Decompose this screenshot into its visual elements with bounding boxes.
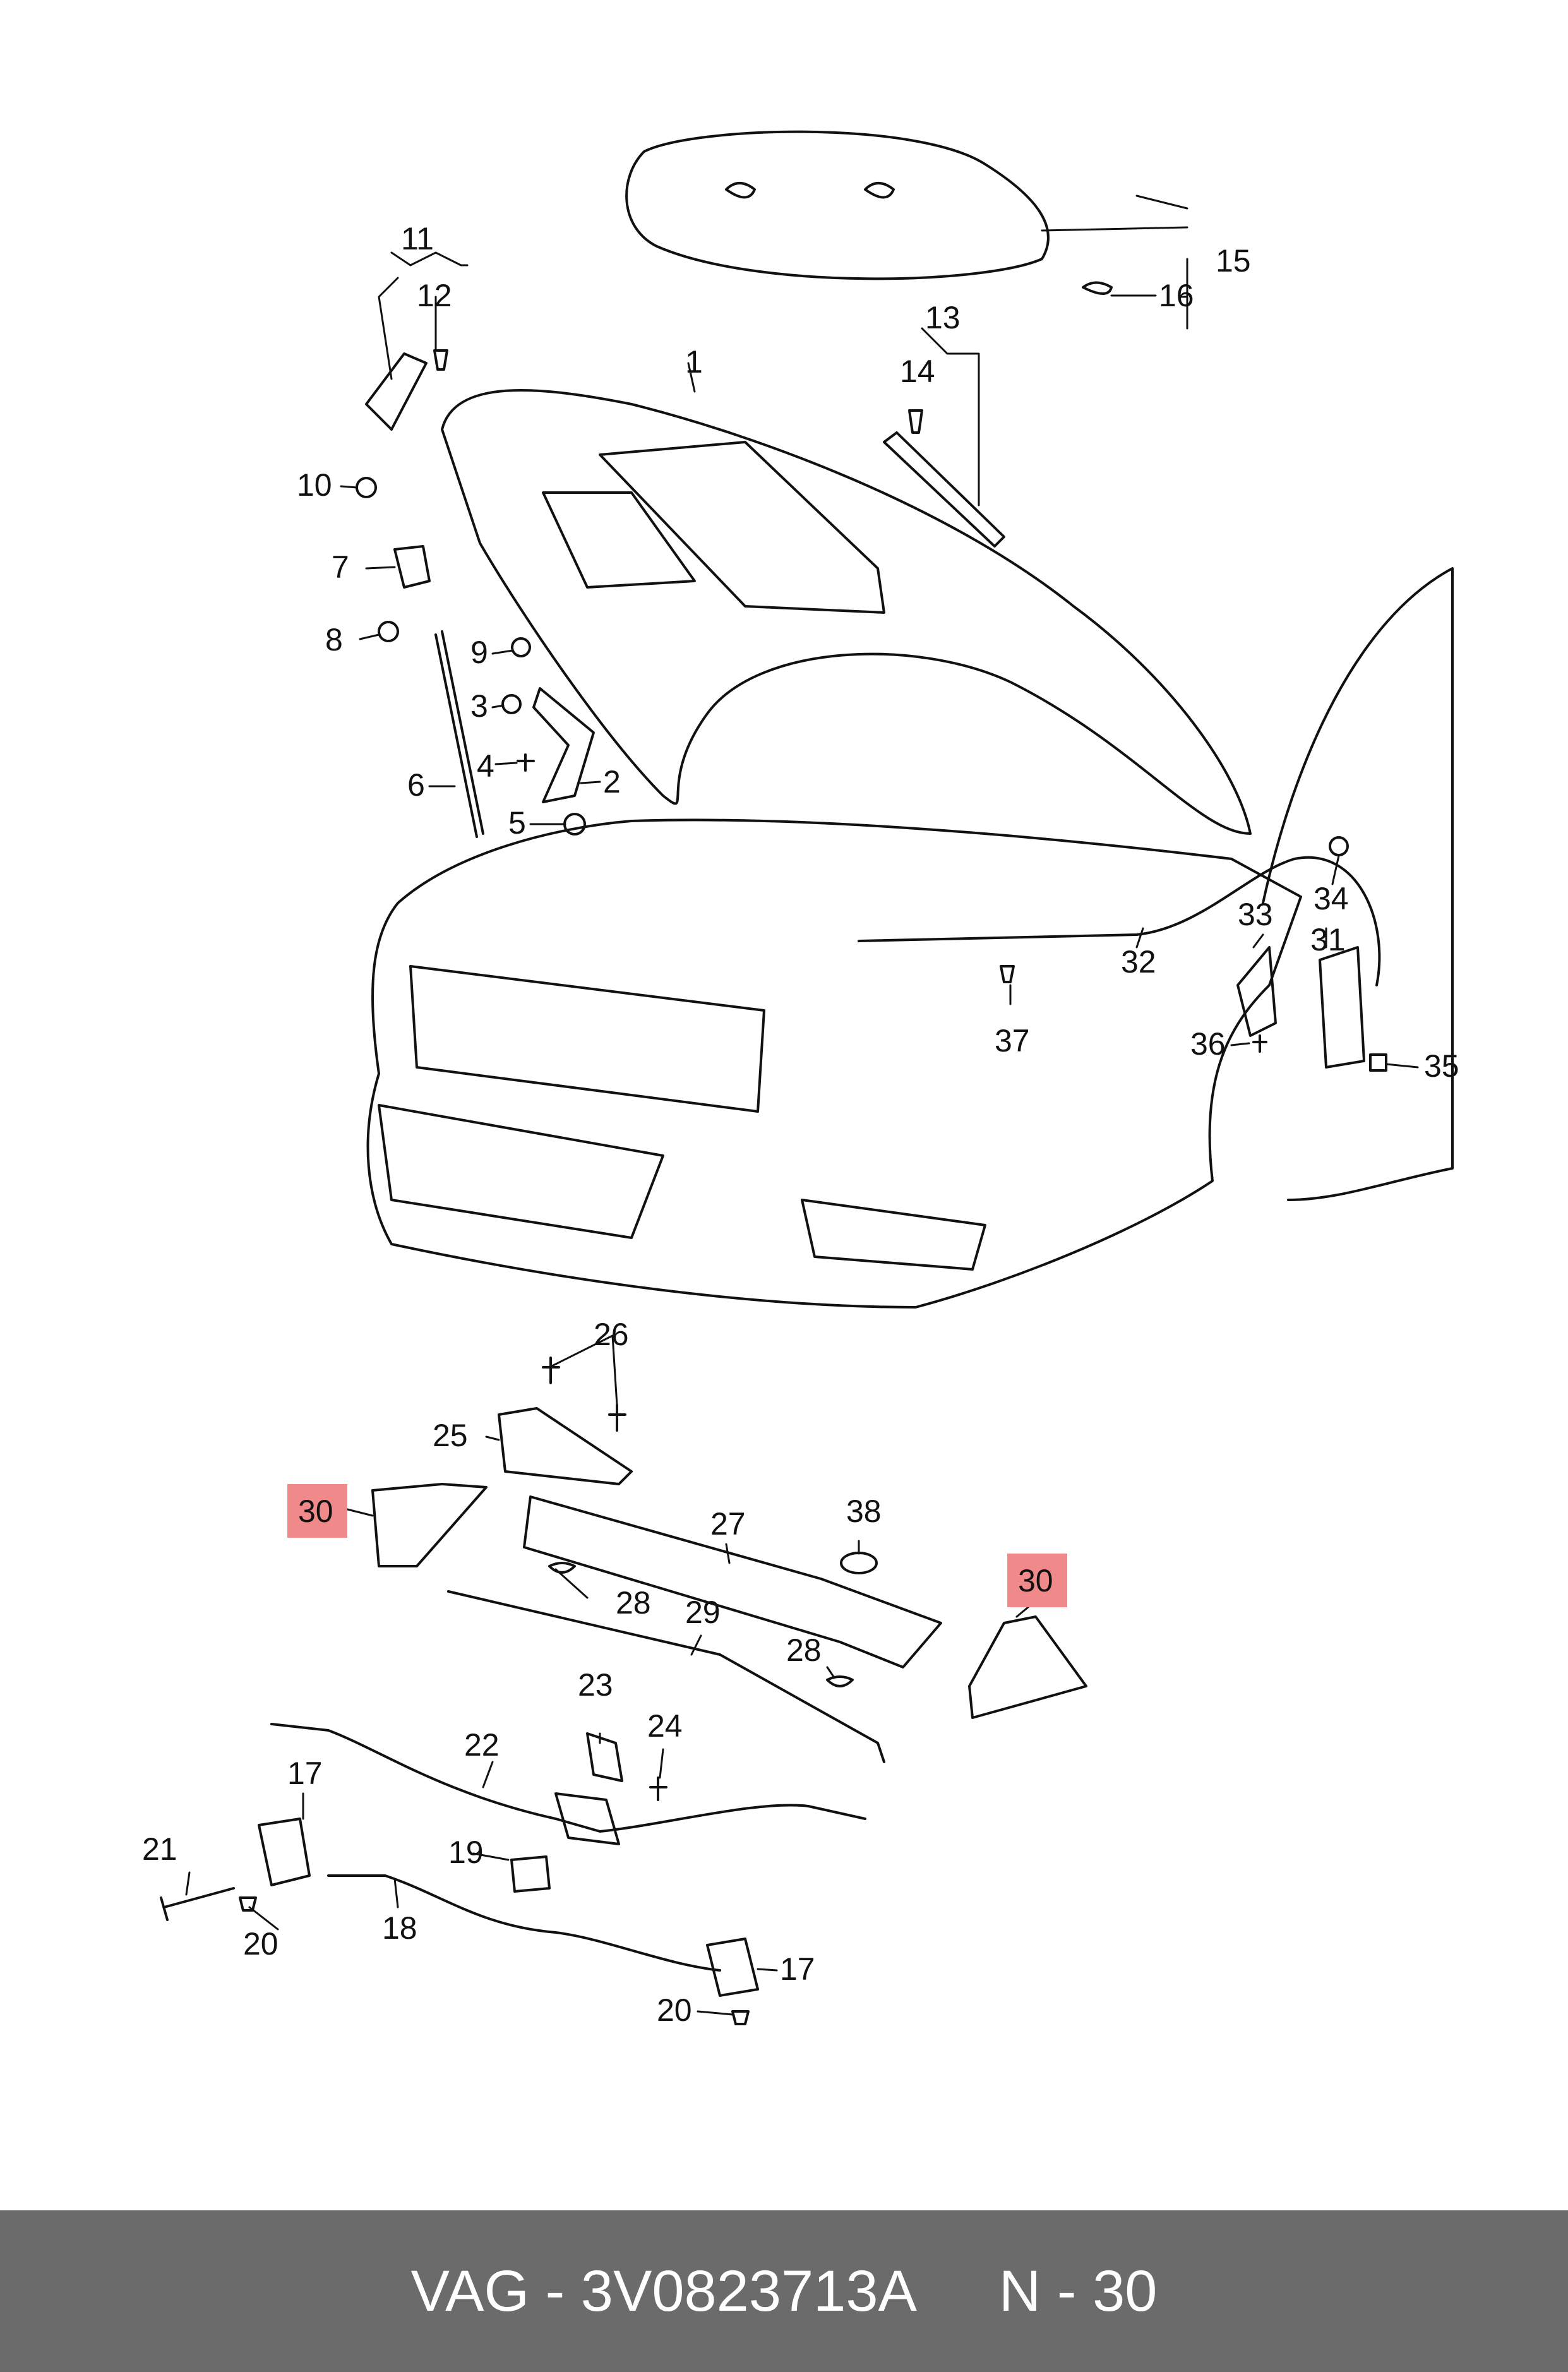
- highlight-30-right: [1007, 1554, 1067, 1607]
- clip-37: [1000, 965, 1015, 983]
- cap-28a: [548, 1562, 576, 1574]
- screw-36: [1252, 1034, 1267, 1053]
- callout-23: 23: [578, 1667, 613, 1703]
- bracket-25: [498, 1407, 633, 1485]
- callout-20-left: 20: [243, 1926, 278, 1962]
- callout-30-left: 30: [298, 1494, 333, 1529]
- washer-9: [511, 637, 531, 657]
- callout-11: 11: [401, 221, 434, 256]
- callout-14: 14: [900, 354, 935, 389]
- latch-17-right: [706, 1938, 759, 1997]
- part-number-label: VAG - 3V0823713A: [410, 2258, 917, 2323]
- trim-33: [1236, 946, 1277, 1037]
- clip-14: [908, 409, 923, 434]
- parts-diagram: 1 2 3 4 5 6 7 8 9 10 11 12 13 14 15 16 1…: [142, 130, 1459, 2028]
- screw-24: [649, 1776, 667, 1801]
- callout-4: 4: [477, 748, 494, 784]
- seal-30-right: [968, 1615, 1087, 1719]
- callout-15: 15: [1216, 243, 1251, 279]
- cap-28b: [826, 1675, 854, 1687]
- callout-28a: 28: [616, 1585, 651, 1620]
- screw-26b: [608, 1404, 626, 1432]
- callout-20-right: 20: [657, 1992, 692, 2028]
- insulation-clip: [1082, 281, 1113, 295]
- callout-6: 6: [407, 767, 425, 803]
- callout-2: 2: [603, 764, 621, 800]
- release-cable-32: [858, 856, 1381, 986]
- callout-37: 37: [995, 1023, 1030, 1058]
- callout-22: 22: [464, 1727, 500, 1763]
- callout-25: 25: [433, 1418, 468, 1453]
- bracket-7: [393, 545, 431, 589]
- callout-18: 18: [382, 1910, 417, 1946]
- bracket-19: [510, 1855, 551, 1893]
- callout-29: 29: [685, 1595, 721, 1630]
- callout-34: 34: [1314, 881, 1349, 916]
- lock-31: [1319, 946, 1365, 1069]
- callout-32: 32: [1121, 944, 1156, 979]
- hood-insulation-mat: [625, 130, 1050, 280]
- part-number-footer: VAG - 3V0823713A N - 30: [0, 2210, 1568, 2372]
- callout-7: 7: [332, 549, 349, 585]
- guide-22: [554, 1792, 620, 1845]
- latch-17-left: [258, 1818, 311, 1886]
- nut-8: [378, 621, 399, 642]
- screw-26a: [542, 1357, 560, 1384]
- gas-strut: [434, 630, 484, 838]
- buffer-10: [356, 477, 377, 498]
- callout-26: 26: [594, 1317, 629, 1352]
- callout-5: 5: [508, 805, 526, 841]
- callout-21: 21: [142, 1831, 177, 1867]
- callout-28b: 28: [786, 1632, 822, 1668]
- callout-35: 35: [1424, 1048, 1459, 1084]
- callout-30-right: 30: [1018, 1563, 1053, 1598]
- nut-35: [1369, 1053, 1387, 1072]
- callout-19: 19: [448, 1835, 484, 1870]
- position-label: N - 30: [998, 2258, 1158, 2323]
- callout-36: 36: [1190, 1026, 1226, 1062]
- grommet-38: [840, 1552, 878, 1574]
- highlight-30-left: [287, 1484, 347, 1538]
- callout-9: 9: [470, 635, 488, 670]
- callout-labels: 1 2 3 4 5 6 7 8 9 10 11 12 13 14 15 16 1…: [142, 221, 1459, 2028]
- seal-30-left: [371, 1483, 488, 1567]
- callout-8: 8: [325, 622, 343, 657]
- bolt-4: [517, 753, 535, 772]
- callout-27: 27: [710, 1506, 746, 1542]
- grommet-34: [1329, 836, 1349, 856]
- plenum-panel-27: [523, 1495, 942, 1668]
- nut-3: [501, 694, 522, 714]
- bonnet: [441, 389, 1252, 835]
- callout-31: 31: [1310, 922, 1346, 957]
- clip-20-right: [731, 2010, 750, 2025]
- leader-lines: [185, 195, 1419, 2016]
- seal-strip-left: [365, 352, 428, 431]
- callout-17-right: 17: [780, 1951, 815, 1987]
- callout-1: 1: [685, 344, 703, 380]
- callout-12: 12: [417, 278, 452, 313]
- callout-24: 24: [647, 1708, 683, 1744]
- callout-38: 38: [846, 1494, 882, 1529]
- hinge-2: [532, 687, 595, 803]
- callout-16: 16: [1159, 278, 1194, 313]
- callout-17-left: 17: [287, 1756, 323, 1791]
- clip-23: [586, 1732, 623, 1782]
- car-front: [366, 567, 1454, 1309]
- clip-12: [433, 349, 448, 371]
- seal-strip-right: [883, 431, 1005, 548]
- callout-10: 10: [297, 467, 332, 503]
- release-cable-22: [270, 1723, 866, 1833]
- bolt-21: [160, 1887, 235, 1921]
- seal-29: [447, 1590, 885, 1763]
- callout-33: 33: [1238, 897, 1273, 932]
- clip-20-left: [239, 1896, 257, 1912]
- callout-13: 13: [925, 300, 961, 335]
- callout-3: 3: [470, 688, 488, 724]
- cable-18: [327, 1874, 721, 1972]
